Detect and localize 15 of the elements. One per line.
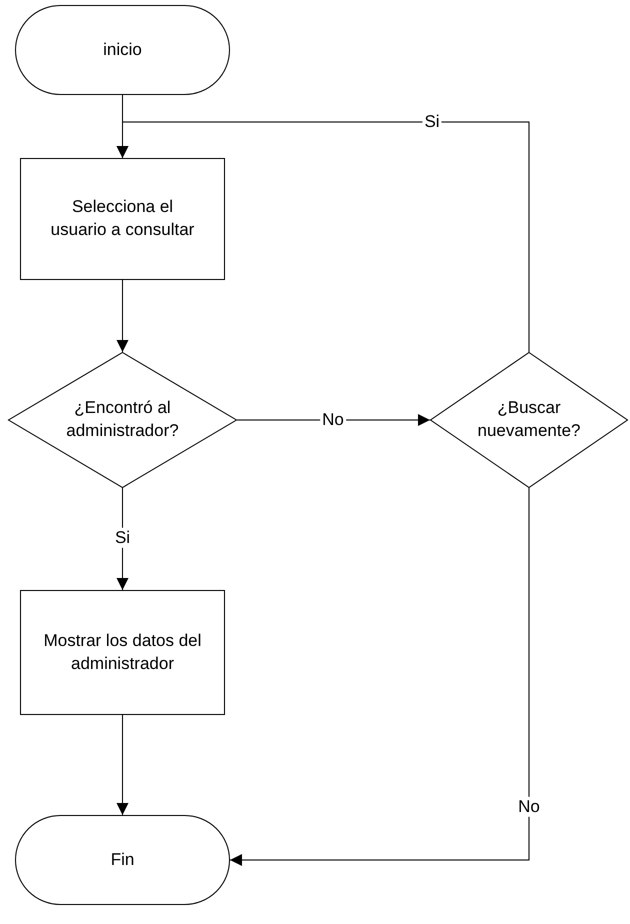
- decision-diamond: [430, 352, 628, 488]
- process-box: [20, 590, 225, 715]
- arrow: [230, 488, 530, 866]
- arrow: [116, 280, 128, 352]
- process-box: [20, 158, 225, 280]
- node-text: Fin: [110, 848, 134, 871]
- decision-diamond: [8, 352, 237, 488]
- node-text: Mostrar los datos del administrador: [42, 630, 202, 674]
- arrow: [116, 714, 128, 816]
- arrow: [116, 488, 128, 590]
- node-text: ¿Encontró al administrador?: [65, 397, 180, 442]
- node-text: ¿Buscar nuevamente?: [476, 397, 582, 442]
- node-text: Selecciona el usuario a consultar: [50, 196, 196, 241]
- arrow: [116, 122, 530, 352]
- node-text: inicio: [103, 38, 142, 61]
